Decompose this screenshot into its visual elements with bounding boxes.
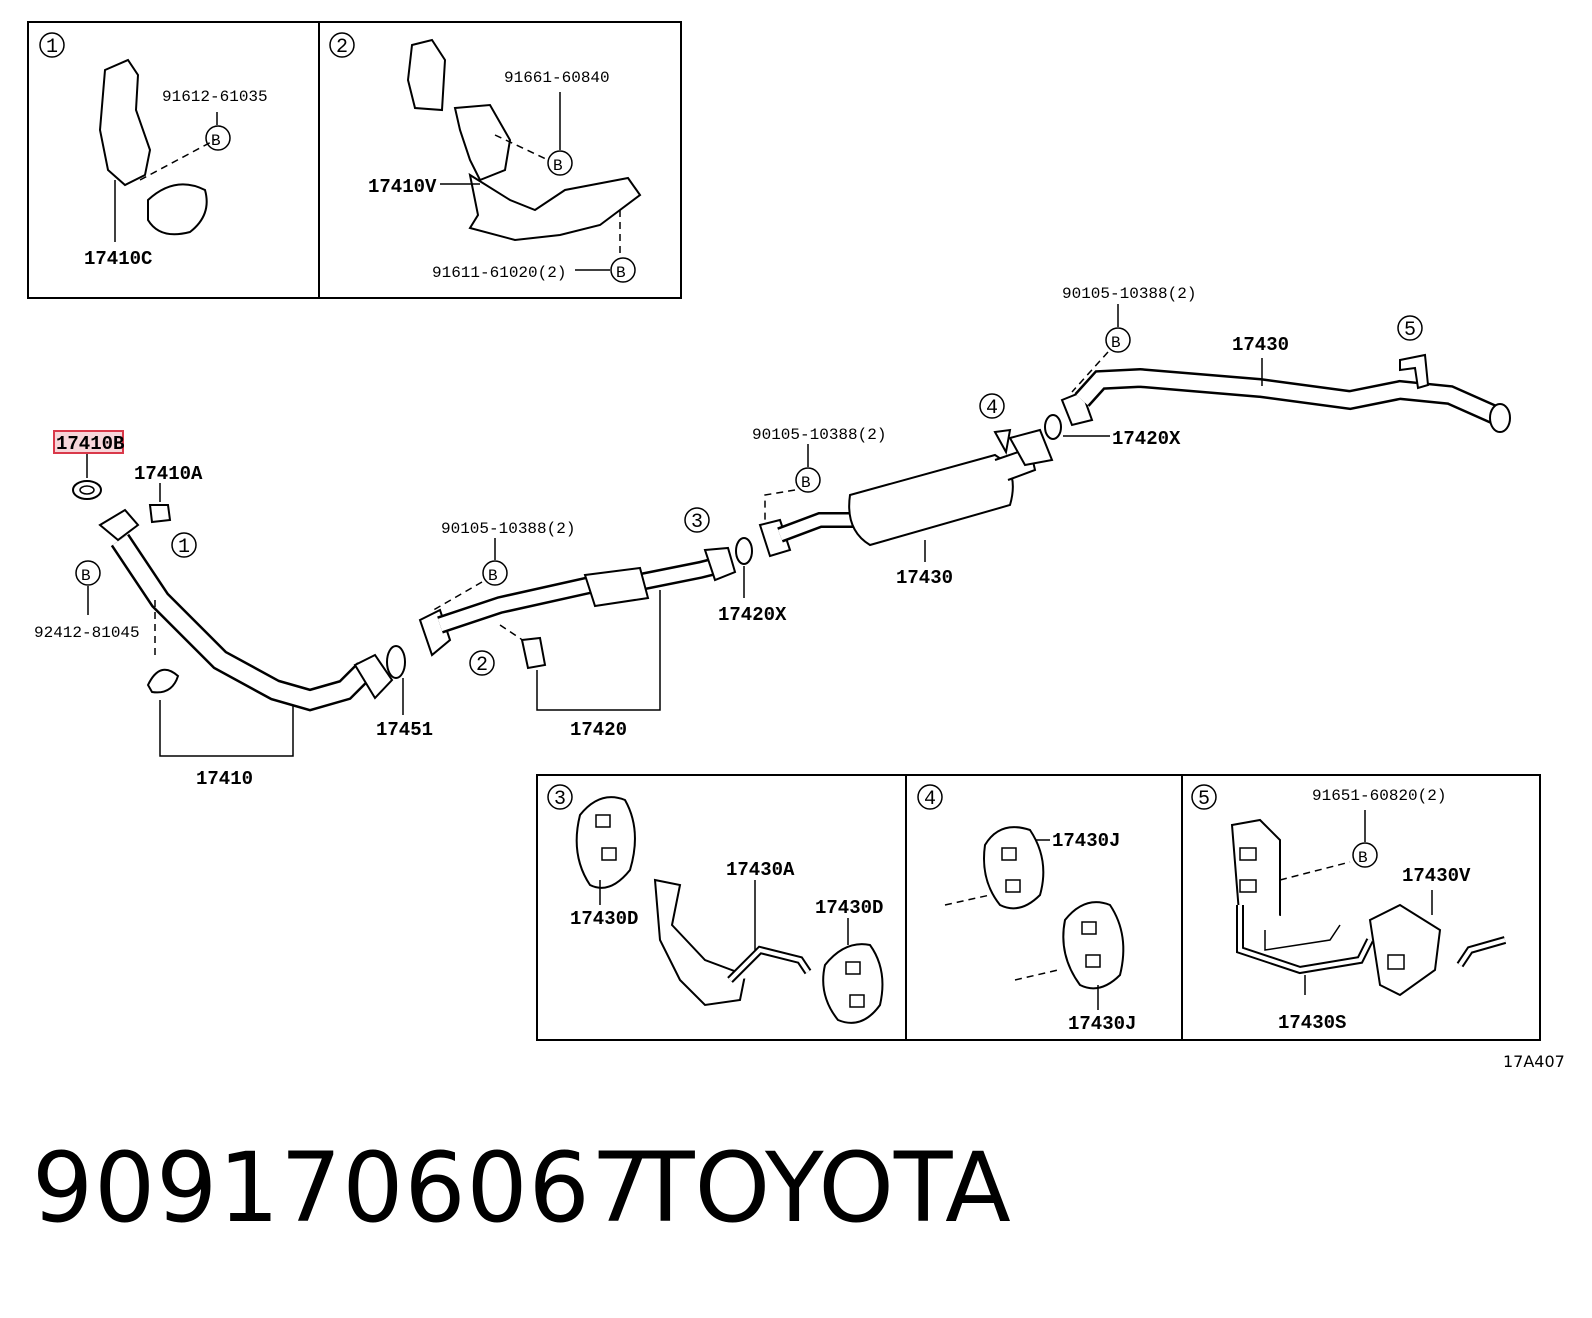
clamp-shape [147, 183, 208, 236]
nut-17410a-shape [148, 504, 172, 524]
hanger-4-shape [993, 428, 1012, 455]
inset-1-index: 1 [46, 36, 58, 59]
label-17430-tail: 17430 [1232, 334, 1289, 356]
front-pipe-17410-inner [112, 535, 372, 709]
label-17410: 17410 [196, 768, 253, 790]
muffler-17430-body [848, 453, 1014, 547]
tail-pipe-tip [1489, 403, 1511, 433]
tail-pipe-17430-inner [1076, 370, 1499, 422]
main-assembly: 17410B 17410A 1 B 92412-81045 17410 1745… [34, 285, 1511, 790]
inset-3: 3 17430D 17430A 17430D [536, 774, 907, 1041]
front-pipe-flange [353, 653, 394, 700]
ref-b-label: B [81, 567, 91, 585]
brand-title: TOYOTA [636, 1132, 1011, 1244]
inset-4: 4 17430J 17430J [905, 774, 1183, 1041]
ref-b-label: B [801, 474, 811, 492]
hanger-2-shape [520, 636, 547, 670]
inset-5: 5 B 91651-60820(2) 17430S 17430V [1181, 774, 1541, 1041]
hanger-17430j-bottom-shape [1062, 901, 1125, 990]
callout-5: 5 [1404, 319, 1416, 342]
inset-5-index: 5 [1198, 788, 1210, 811]
hanger-17430j-top-shape [983, 826, 1045, 910]
part-number-title: 9091706067 [32, 1132, 653, 1244]
label-17420x-center: 17420X [718, 604, 787, 626]
center-pipe-rear-flange [703, 546, 737, 582]
inset-4-index: 4 [924, 788, 936, 811]
label-17410c: 17410C [84, 248, 152, 270]
bracket-17410v-upper [453, 103, 512, 182]
inset-1: 1 B 91612-61035 17410C [27, 21, 320, 299]
hanger-5-shape [1399, 353, 1430, 390]
hanger-clip-shape [406, 38, 447, 112]
label-90105-10388-tail: 90105-10388(2) [1062, 285, 1196, 303]
label-17410a: 17410A [134, 463, 203, 485]
gasket-17410b-shape [72, 480, 102, 500]
label-17430a: 17430A [726, 859, 795, 881]
bracket-17410v-lower [468, 172, 642, 242]
label-17410v: 17410V [368, 176, 437, 198]
ref-b-label: B [616, 264, 626, 282]
gasket-17420x-shape [735, 537, 753, 565]
label-91611-61020: 91611-61020(2) [432, 264, 566, 282]
callout-2: 2 [476, 654, 488, 677]
ref-b-label: B [211, 132, 221, 150]
ref-b-label: B [553, 157, 563, 175]
bracket-17410c-shape [98, 58, 152, 187]
label-17430-muffler: 17430 [896, 567, 953, 589]
label-17430j-top: 17430J [1052, 830, 1120, 852]
flange-shape [98, 508, 140, 542]
inset-3-index: 3 [554, 788, 566, 811]
label-17430j-bottom: 17430J [1068, 1013, 1136, 1035]
inset-2: 2 B 91661-60840 17410V B 91611-61020(2) [318, 21, 682, 299]
gasket-17420x-tail [1044, 414, 1062, 440]
callout-3: 3 [691, 511, 703, 534]
ref-b-label: B [1358, 849, 1368, 867]
catalyst-shape [583, 566, 650, 608]
label-17430d-right: 17430D [815, 897, 883, 919]
label-17420: 17420 [570, 719, 627, 741]
inset-2-index: 2 [336, 36, 348, 59]
label-17430v: 17430V [1402, 865, 1471, 887]
ref-b-marker [205, 125, 231, 151]
hanger-17430d-right-shape [822, 943, 884, 1024]
gasket-17451-shape [386, 645, 406, 679]
hanger-17430v-shape [1368, 903, 1442, 997]
diagram-reference-code: 17A407 [1503, 1052, 1565, 1071]
label-90105-10388-muffler: 90105-10388(2) [752, 426, 886, 444]
clamp-shape [146, 668, 180, 694]
label-92412-81045: 92412-81045 [34, 624, 140, 642]
label-91661-60840: 91661-60840 [504, 69, 610, 87]
label-17420x-tail: 17420X [1112, 428, 1181, 450]
label-17430d-left: 17430D [570, 908, 638, 930]
label-91651-60820: 91651-60820(2) [1312, 787, 1446, 805]
ref-b-label: B [488, 567, 498, 585]
highlight-box [53, 430, 124, 454]
hanger-17430d-left-shape [575, 796, 636, 889]
label-17451: 17451 [376, 719, 433, 741]
callout-4: 4 [986, 397, 998, 420]
label-91612-61035: 91612-61035 [162, 88, 268, 106]
muffler-rear-flange [1008, 428, 1054, 467]
label-17430s: 17430S [1278, 1012, 1346, 1034]
ref-b-label: B [1111, 334, 1121, 352]
callout-1: 1 [178, 536, 190, 559]
label-17410b: 17410B [56, 433, 124, 455]
bracket-17430a-shape [653, 878, 747, 1007]
label-90105-10388-center: 90105-10388(2) [441, 520, 575, 538]
